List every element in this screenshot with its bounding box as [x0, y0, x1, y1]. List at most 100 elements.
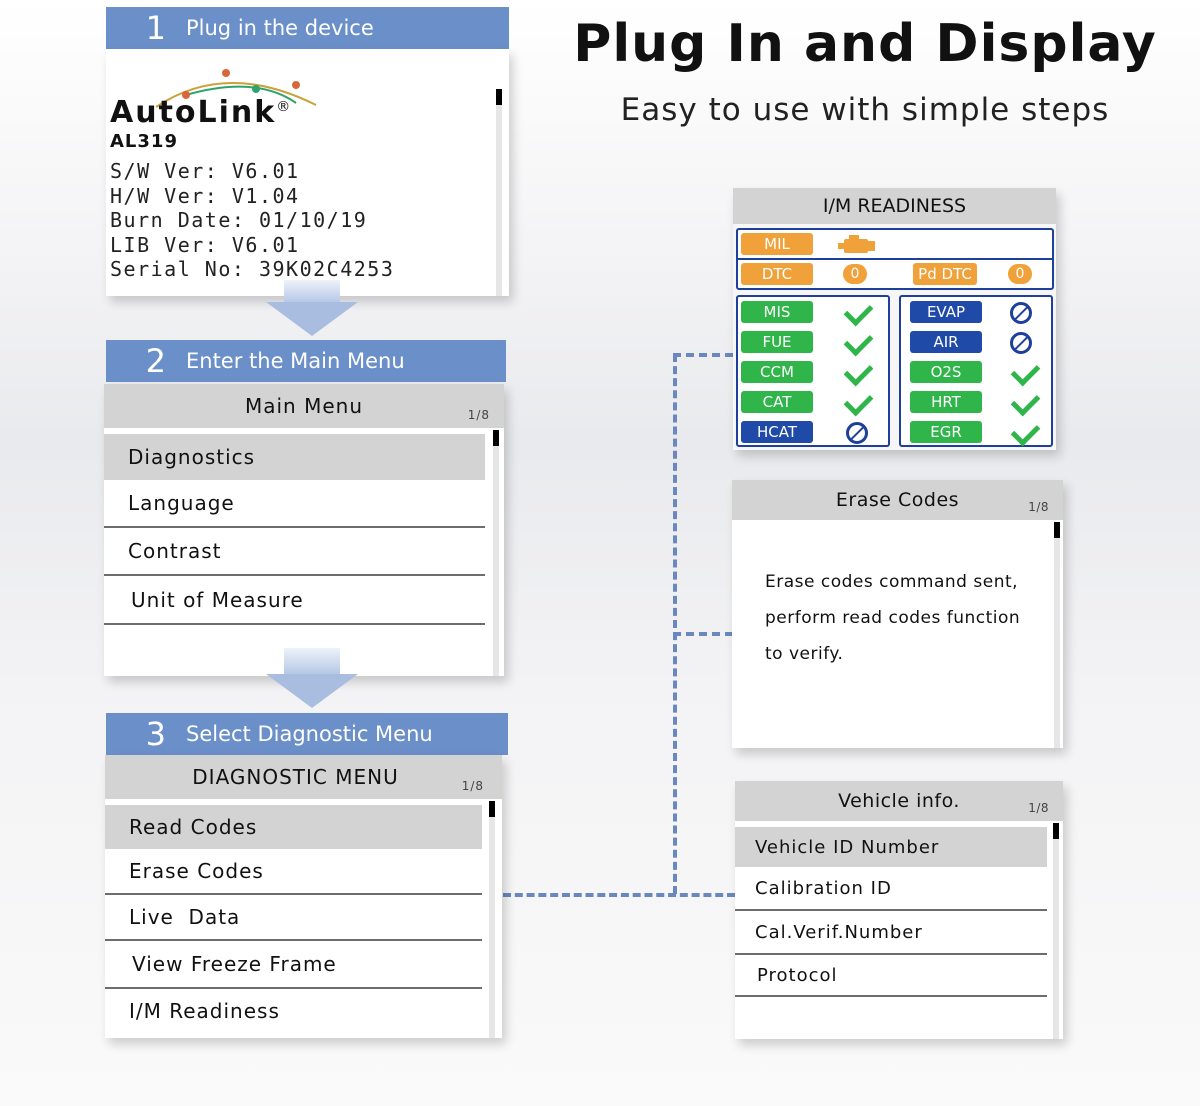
engine-warning-icon	[838, 235, 875, 253]
step-2-header: 2 Enter the Main Menu	[106, 340, 506, 382]
main-menu-list: Diagnostics Language Contrast Unit of Me…	[104, 434, 485, 625]
down-arrow-icon	[266, 302, 358, 336]
scrollbar[interactable]	[493, 430, 499, 676]
menu-item-read-codes[interactable]: Read Codes	[105, 805, 482, 849]
menu-item-view-freeze-frame[interactable]: View Freeze Frame	[105, 941, 482, 989]
registered-mark: ®	[276, 99, 293, 115]
monitor-cat: CAT	[741, 391, 813, 413]
erase-codes-title: Erase Codes	[835, 489, 960, 511]
dtc-label: DTC	[741, 263, 813, 285]
device-model: AL319	[110, 131, 178, 152]
step-label: Plug in the device	[186, 16, 374, 40]
main-menu-header: Main Menu 1/8	[104, 384, 504, 428]
page-indicator: 1/8	[1028, 801, 1049, 815]
check-icon	[1010, 416, 1041, 447]
check-icon	[843, 386, 874, 417]
page-subtitle: Easy to use with simple steps	[620, 92, 1110, 128]
monitor-evap: EVAP	[910, 301, 982, 323]
lib-version: LIB Ver: V6.01	[110, 232, 300, 257]
vehicle-item-cal-verif-number[interactable]: Cal.Verif.Number	[735, 911, 1047, 955]
step-number: 2	[145, 342, 166, 380]
erase-codes-screen: Erase Codes 1/8 Erase codes command sent…	[732, 480, 1063, 748]
scrollbar[interactable]	[496, 89, 502, 296]
check-icon	[1010, 356, 1041, 387]
device-info-screen: AutoLink® AL319 S/W Ver: V6.01 H/W Ver: …	[106, 49, 509, 296]
mil-dtc-panel: MIL DTC 0 Pd DTC 0	[736, 228, 1054, 290]
arrow-stem	[284, 648, 340, 674]
diagnostic-menu-list: Read Codes Erase Codes Live Data View Fr…	[105, 805, 482, 1033]
im-readiness-header: I/M READINESS	[733, 188, 1056, 224]
arrow-stem	[284, 280, 340, 302]
message-line: perform read codes function	[765, 608, 1021, 628]
main-menu-title: Main Menu	[244, 394, 363, 418]
im-readiness-screen: I/M READINESS MIL DTC 0 Pd DTC 0 MIS FUE…	[733, 188, 1056, 450]
vehicle-info-screen: Vehicle info. 1/8 Vehicle ID Number Cali…	[735, 781, 1063, 1039]
step-label: Select Diagnostic Menu	[186, 722, 433, 746]
monitor-air: AIR	[910, 331, 982, 353]
erase-codes-header: Erase Codes 1/8	[732, 480, 1063, 520]
connector-line	[673, 353, 733, 357]
vehicle-item-protocol[interactable]: Protocol	[735, 955, 1047, 997]
monitor-mis: MIS	[741, 301, 813, 323]
scrollbar[interactable]	[1053, 823, 1059, 1039]
menu-item-live-data[interactable]: Live Data	[105, 895, 482, 941]
device-info-lines: S/W Ver: V6.01 H/W Ver: V1.04 Burn Date:…	[110, 159, 394, 282]
scrollbar[interactable]	[489, 801, 495, 1038]
autolink-logo-arc-icon	[155, 69, 317, 108]
step-label: Enter the Main Menu	[186, 349, 405, 373]
vehicle-item-vin[interactable]: Vehicle ID Number	[735, 827, 1047, 867]
down-arrow-icon	[266, 674, 358, 708]
diagnostic-menu-title: DIAGNOSTIC MENU	[192, 765, 399, 789]
vehicle-info-header: Vehicle info. 1/8	[735, 781, 1063, 821]
check-icon	[843, 356, 874, 387]
burn-date: Burn Date: 01/10/19	[110, 208, 368, 232]
menu-item-diagnostics[interactable]: Diagnostics	[104, 434, 485, 480]
diagnostic-menu-header: DIAGNOSTIC MENU 1/8	[105, 755, 502, 799]
menu-item-erase-codes[interactable]: Erase Codes	[105, 849, 482, 895]
menu-item-im-readiness[interactable]: I/M Readiness	[129, 999, 280, 1023]
step-number: 3	[145, 715, 166, 753]
im-readiness-title: I/M READINESS	[822, 195, 967, 217]
pd-dtc-label: Pd DTC	[913, 263, 977, 285]
monitor-panel-left: MIS FUE CCM CAT HCAT	[736, 295, 890, 447]
autolink-logo: AutoLink®	[110, 95, 292, 130]
page-indicator: 1/8	[461, 779, 484, 793]
check-icon	[843, 326, 874, 357]
message-line: Erase codes command sent,	[765, 572, 1019, 592]
main-menu-screen: Main Menu 1/8 Diagnostics Language Contr…	[104, 384, 504, 676]
logo-text: AutoLink	[110, 95, 277, 130]
connector-line	[673, 354, 677, 894]
step-1-header: 1 Plug in the device	[106, 7, 509, 49]
not-supported-icon	[1010, 332, 1032, 354]
page-title: Plug In and Display	[573, 14, 1157, 74]
menu-item-unit-of-measure[interactable]: Unit of Measure	[104, 576, 485, 625]
sw-version: S/W Ver: V6.01	[110, 159, 300, 183]
vehicle-item-calibration-id[interactable]: Calibration ID	[735, 867, 1047, 911]
dtc-count: 0	[843, 264, 867, 284]
mil-label: MIL	[741, 233, 813, 255]
hw-version: H/W Ver: V1.04	[110, 183, 300, 208]
diagnostic-menu-screen: DIAGNOSTIC MENU 1/8 Read Codes Erase Cod…	[105, 755, 502, 1038]
not-supported-icon	[846, 422, 868, 444]
message-line: to verify.	[765, 644, 844, 664]
check-icon	[1010, 386, 1041, 417]
monitor-egr: EGR	[910, 421, 982, 443]
check-icon	[843, 296, 874, 327]
vehicle-info-title: Vehicle info.	[838, 790, 960, 812]
menu-item-language[interactable]: Language	[104, 480, 485, 528]
step-number: 1	[145, 9, 166, 47]
monitor-hrt: HRT	[910, 391, 982, 413]
monitor-panel-right: EVAP AIR O2S HRT EGR	[899, 295, 1053, 447]
page-indicator: 1/8	[1028, 500, 1049, 514]
not-supported-icon	[1010, 302, 1032, 324]
monitor-hcat: HCAT	[741, 421, 813, 443]
monitor-fue: FUE	[741, 331, 813, 353]
vehicle-info-list: Vehicle ID Number Calibration ID Cal.Ver…	[735, 827, 1047, 997]
monitor-ccm: CCM	[741, 361, 813, 383]
menu-item-contrast[interactable]: Contrast	[104, 528, 485, 576]
erase-codes-message: Erase codes command sent, perform read c…	[765, 564, 1020, 672]
connector-line	[673, 632, 733, 636]
scrollbar[interactable]	[1054, 522, 1060, 748]
pd-dtc-count: 0	[1008, 264, 1032, 284]
monitor-o2s: O2S	[910, 361, 982, 383]
